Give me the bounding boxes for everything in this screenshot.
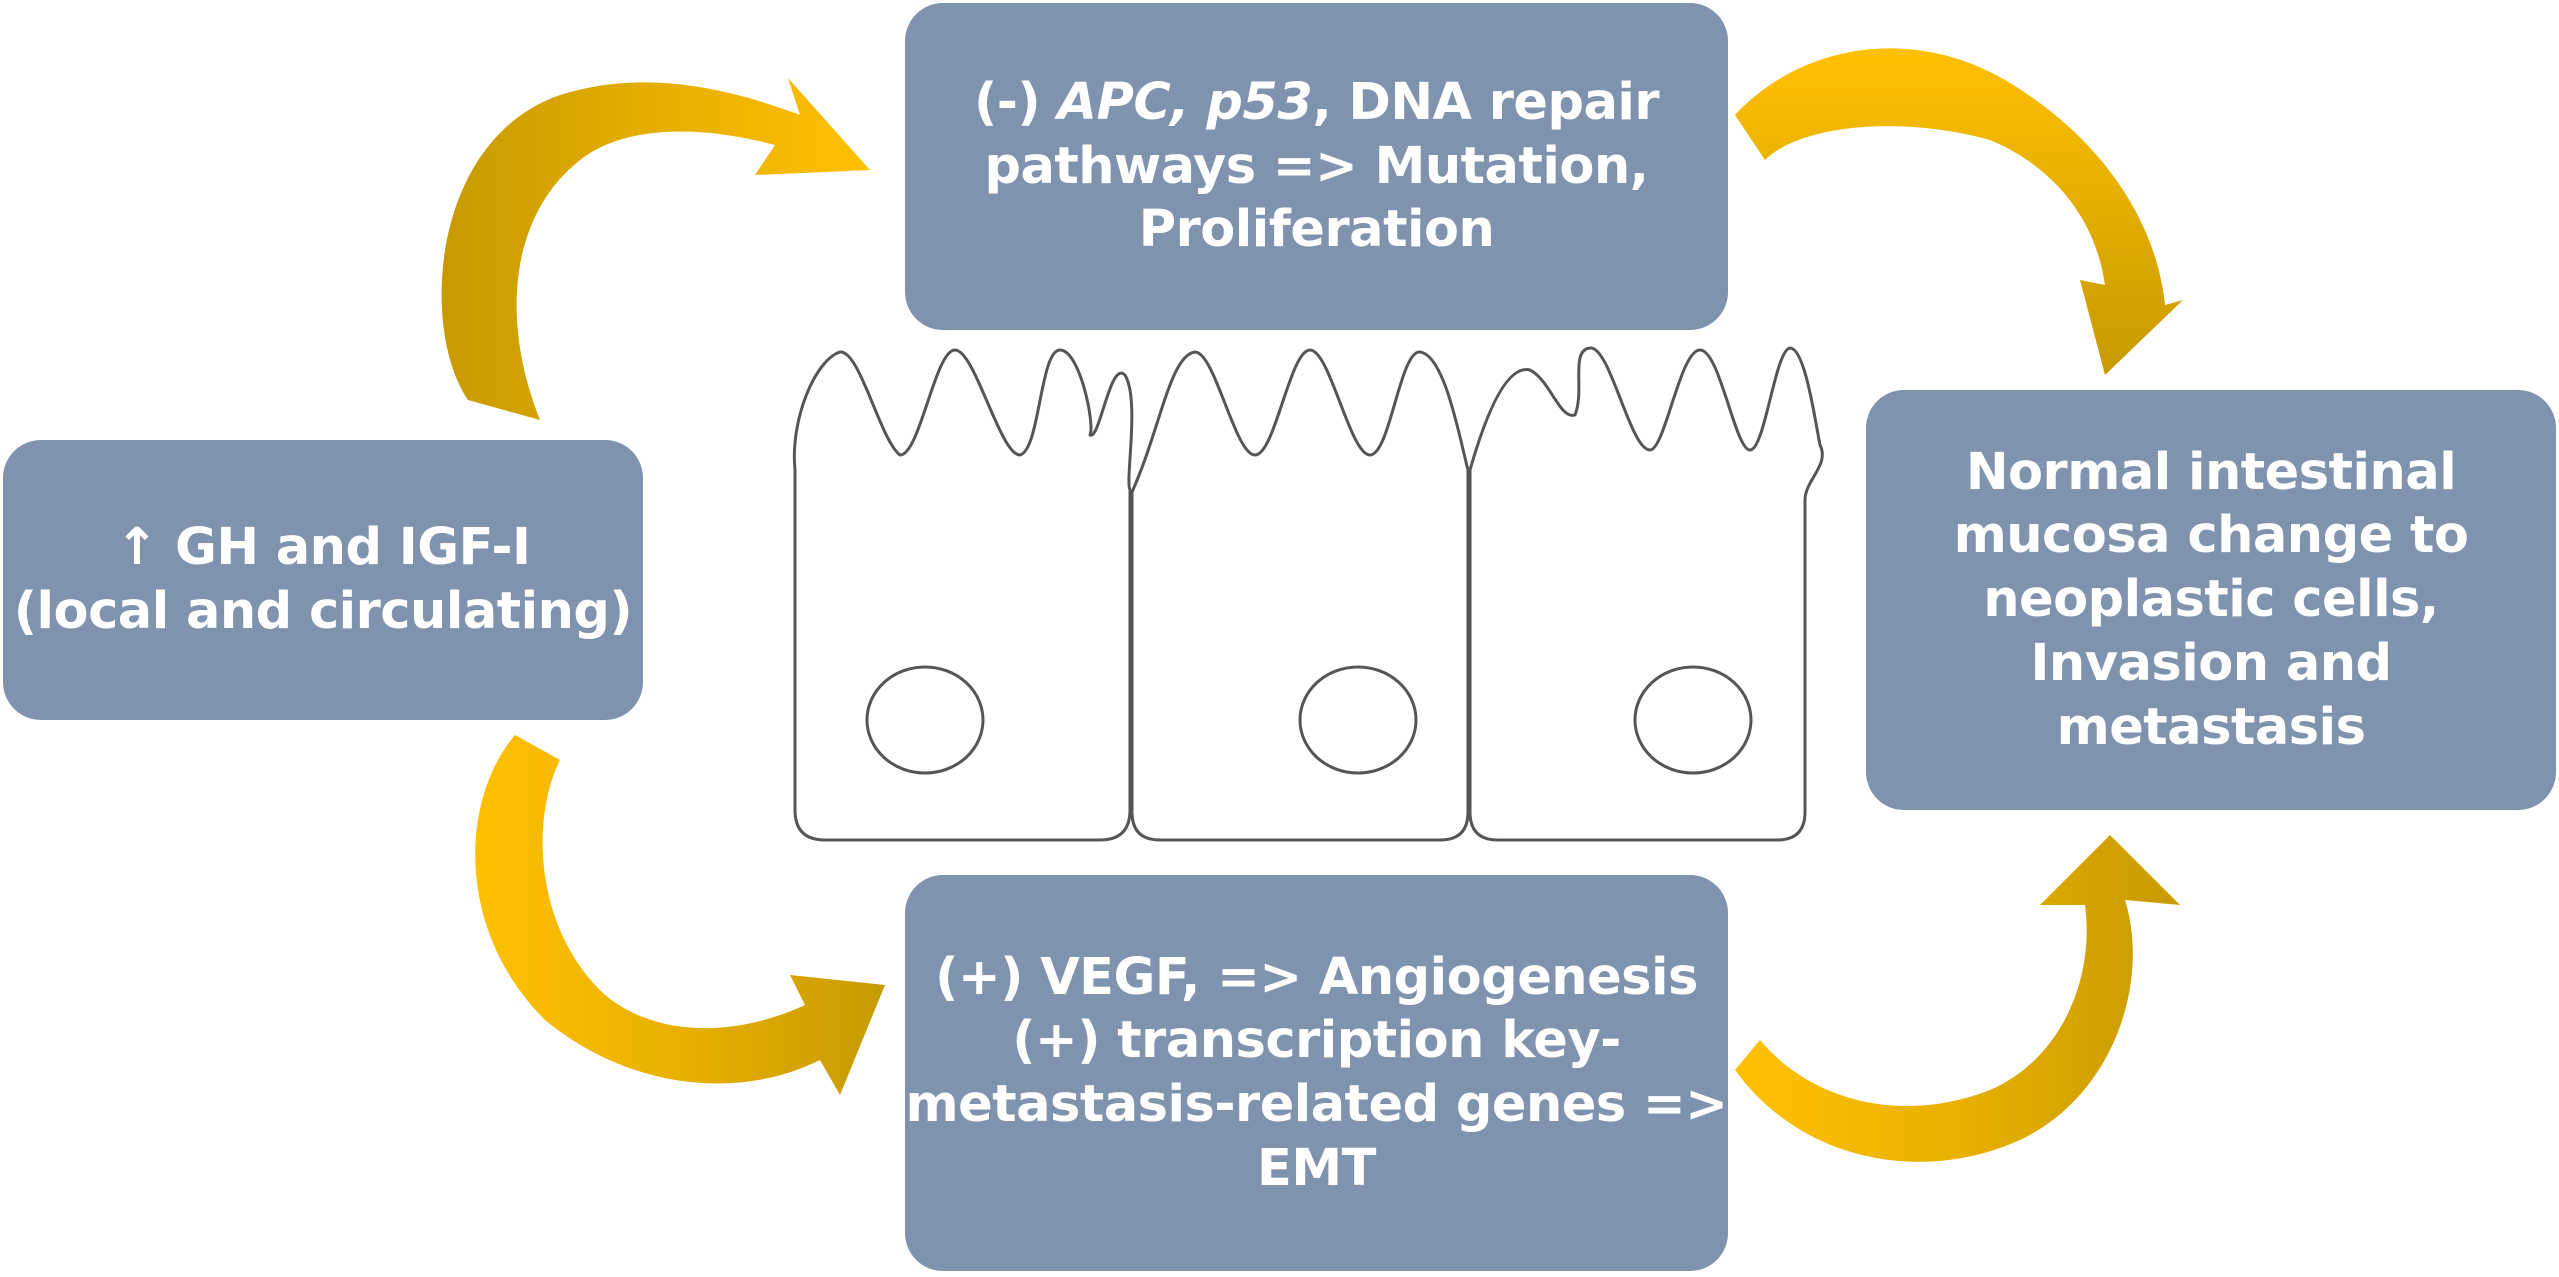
angiogenesis-emt-box: (+) VEGF, => Angiogenesis (+) transcript… xyxy=(905,875,1728,1271)
top-box-line-3: Proliferation xyxy=(1138,200,1495,260)
top-box-genes: APC, p53 xyxy=(1057,72,1313,132)
right-box-line-2: mucosa change to xyxy=(1953,506,2469,566)
left-box-line-2: (local and circulating) xyxy=(13,582,633,641)
curved-arrow-left-to-bottom xyxy=(475,735,885,1095)
bottom-box-line-3: metastasis-related genes => xyxy=(905,1075,1728,1134)
right-box-line-1: Normal intestinal xyxy=(1965,442,2457,502)
right-box-line-5: metastasis xyxy=(2056,697,2366,757)
bottom-box-line-2: (+) transcription key- xyxy=(1012,1011,1621,1071)
top-box-line-2: pathways => Mutation, xyxy=(984,136,1649,196)
neoplastic-change-box: Normal intestinal mucosa change to neopl… xyxy=(1866,390,2556,810)
left-box-line-1: ↑ GH and IGF-I xyxy=(115,518,531,578)
top-box-prefix: (-) xyxy=(973,72,1058,132)
curved-arrow-left-to-top xyxy=(441,78,870,420)
curved-arrow-bottom-to-right xyxy=(1735,835,2180,1162)
bottom-box-line-1: (+) VEGF, => Angiogenesis xyxy=(935,947,1698,1007)
top-box-line-1: (-) APC, p53, DNA repair xyxy=(973,71,1660,135)
epithelial-cells-icon xyxy=(792,346,1824,842)
mutation-proliferation-box: (-) APC, p53, DNA repair pathways => Mut… xyxy=(905,3,1728,330)
right-box-line-4: Invasion and xyxy=(2030,633,2392,693)
bottom-box-line-4: EMT xyxy=(1257,1138,1376,1198)
top-box-suffix: , DNA repair xyxy=(1312,72,1660,132)
gh-igf-box: ↑ GH and IGF-I (local and circulating) xyxy=(3,440,643,720)
right-box-line-3: neoplastic cells, xyxy=(1983,570,2439,630)
curved-arrow-top-to-right xyxy=(1735,48,2183,375)
